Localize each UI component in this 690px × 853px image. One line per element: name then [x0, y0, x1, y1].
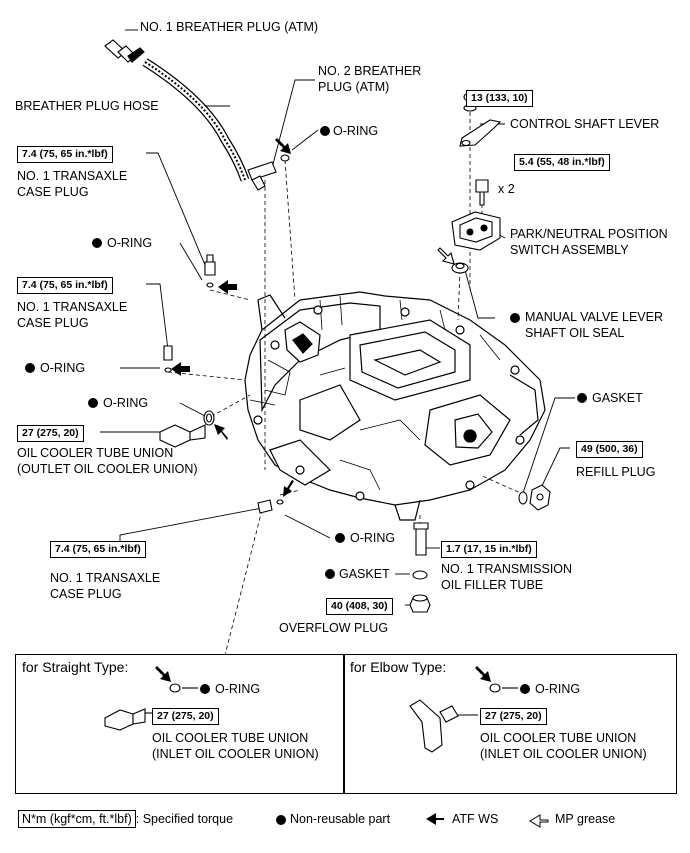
label-manual-seal-line2: SHAFT OIL SEAL: [525, 326, 625, 340]
label-case-plug-c-line1: NO. 1 TRANSAXLE: [50, 571, 161, 585]
torque-27-outlet: 27 (275, 20): [17, 425, 84, 442]
nonreusable-dots: [25, 126, 587, 694]
label-elbow-union-line1: OIL COOLER TUBE UNION: [480, 731, 637, 745]
label-case-plug-b-line2: CASE PLUG: [17, 316, 89, 330]
legend-dot: [276, 815, 286, 825]
label-oring-left-2: O-RING: [40, 361, 86, 375]
label-case-plug-c-line2: CASE PLUG: [50, 587, 122, 601]
overflow-plug: [409, 594, 431, 613]
manual-valve-seal: [451, 262, 469, 274]
panel-elbow-type: [343, 654, 677, 794]
panel-parts: [104, 683, 518, 753]
label-case-plug-a-line2: CASE PLUG: [17, 185, 89, 199]
filler-tube: [413, 522, 429, 556]
label-oring-left-3: O-RING: [103, 396, 149, 410]
label-straight-union-line1: OIL COOLER TUBE UNION: [152, 731, 309, 745]
torque-7-4-b: 7.4 (75, 65 in.*lbf): [17, 277, 113, 294]
transaxle-case: [244, 291, 546, 521]
gasket-bottom: [412, 570, 428, 580]
torque-5-4: 5.4 (55, 48 in.*lbf): [514, 154, 610, 171]
label-oring-bottom: O-RING: [350, 531, 396, 545]
label-oring-left-1: O-RING: [107, 236, 153, 250]
torque-49: 49 (500, 36): [576, 441, 643, 458]
parts: [104, 39, 551, 613]
legend-grease: MP grease: [555, 812, 616, 826]
park-neutral-switch: [451, 211, 501, 251]
legend-torque-text: : Specified torque: [135, 812, 234, 826]
label-outlet-union-line2: (OUTLET OIL COOLER UNION): [17, 462, 198, 476]
label-control-shaft-lever: CONTROL SHAFT LEVER: [510, 117, 660, 131]
label-breather-hose: BREATHER PLUG HOSE: [15, 99, 159, 113]
atf-arrows: [155, 138, 491, 682]
label-breather-plug-1: NO. 1 BREATHER PLUG (ATM): [140, 20, 319, 34]
label-case-plug-a-line1: NO. 1 TRANSAXLE: [17, 169, 128, 183]
panel-elbow-title: for Elbow Type:: [350, 659, 447, 675]
breather-hose: [142, 58, 250, 182]
torque-1-7: 1.7 (17, 15 in.*lbf): [441, 541, 537, 558]
panel-straight-type: [15, 654, 345, 794]
torque-7-4-c: 7.4 (75, 65 in.*lbf): [50, 541, 146, 558]
label-breather-plug-2-line2: PLUG (ATM): [318, 80, 390, 94]
switch-bolts: [475, 179, 489, 206]
label-overflow-plug: OVERFLOW PLUG: [279, 621, 389, 635]
legend-atf-arrow: [426, 813, 444, 825]
label-breather-plug-2-line1: NO. 2 BREATHER: [318, 64, 422, 78]
label-oring-top: O-RING: [333, 124, 379, 138]
label-oring-elbow: O-RING: [535, 682, 581, 696]
torque-7-4-a: 7.4 (75, 65 in.*lbf): [17, 146, 113, 163]
label-outlet-union-line1: OIL COOLER TUBE UNION: [17, 446, 174, 460]
grease-arrow: [437, 247, 455, 265]
breather-plug-2: [247, 161, 277, 191]
torque-27-straight: 27 (275, 20): [152, 708, 219, 725]
label-park-switch-line2: SWITCH ASSEMBLY: [510, 243, 629, 257]
outlet-cooler-union: [159, 410, 215, 448]
refill-plug-assembly: [518, 484, 551, 511]
label-manual-seal-line1: MANUAL VALVE LEVER: [525, 310, 664, 324]
legend-grease-arrow: [529, 814, 549, 828]
panel-straight-title: for Straight Type:: [22, 659, 129, 675]
label-filler-tube-line2: OIL FILLER TUBE: [441, 578, 544, 592]
legend-torque: N*m (kgf*cm, ft.*lbf): Specified torque: [18, 810, 234, 828]
label-straight-union-line2: (INLET OIL COOLER UNION): [152, 747, 319, 761]
label-case-plug-b-line1: NO. 1 TRANSAXLE: [17, 300, 128, 314]
label-elbow-union-line2: (INLET OIL COOLER UNION): [480, 747, 647, 761]
label-refill-plug: REFILL PLUG: [576, 465, 656, 479]
label-filler-tube-line1: NO. 1 TRANSMISSION: [441, 562, 573, 576]
case-plug-3: [257, 499, 284, 514]
label-x2: x 2: [498, 182, 515, 196]
label-gasket-right: GASKET: [592, 391, 643, 405]
label-oring-straight: O-RING: [215, 682, 261, 696]
label-gasket-bottom: GASKET: [339, 567, 390, 581]
legend-atf: ATF WS: [452, 812, 499, 826]
torque-40: 40 (408, 30): [326, 598, 393, 615]
torque-13: 13 (133, 10): [466, 90, 533, 107]
legend-torque-box: N*m (kgf*cm, ft.*lbf): [18, 810, 136, 828]
breather-plug-1: [104, 39, 145, 63]
torque-27-elbow: 27 (275, 20): [480, 708, 547, 725]
label-park-switch-line1: PARK/NEUTRAL POSITION: [510, 227, 668, 241]
legend-nonreusable: Non-reusable part: [290, 812, 391, 826]
o-ring-top: [280, 154, 290, 162]
